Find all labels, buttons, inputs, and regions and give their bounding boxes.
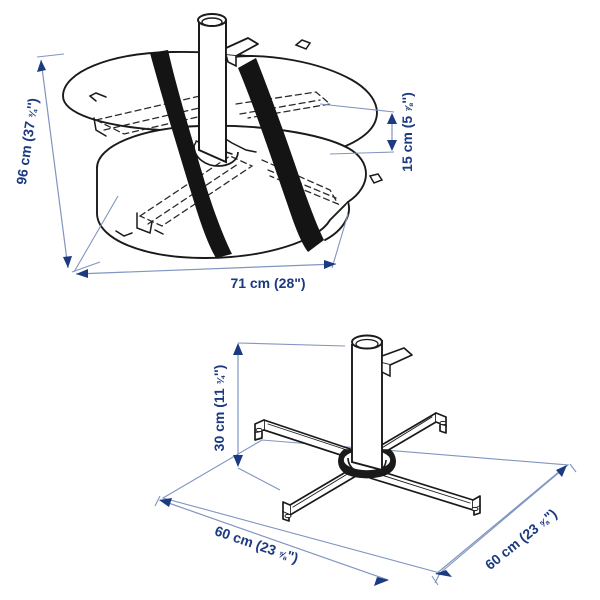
carry-straps [150,50,324,258]
dimension-label-depth-15: 15 cm (5 ⅞'') [399,92,415,172]
dimension-label-width-60-right: 60 cm (23 ⅝") [482,505,560,572]
view-packed-base-in-bag: 96 cm (37 ¾'') 71 cm (28") 15 cm (5 ⅞'') [13,13,415,291]
dimension-width-60-right: 60 cm (23 ⅝") [431,463,577,586]
dimension-label-height-30: 30 cm (11 ¾'') [211,365,227,452]
view-assembled-base: 30 cm (11 ¾'') 60 cm (23 ⅝") 60 cm (23 ⅝… [154,334,577,586]
dimension-depth-15: 15 cm (5 ⅞'') [319,92,415,172]
dimension-height-30: 30 cm (11 ¾'') [211,342,346,491]
dimension-label-width-71: 71 cm (28") [230,275,305,291]
dimension-width-71: 71 cm (28") [73,195,349,291]
ground-plane [161,439,570,574]
upright-tube [347,334,413,475]
dimension-label-height-96: 96 cm (37 ¾'') [13,97,41,186]
